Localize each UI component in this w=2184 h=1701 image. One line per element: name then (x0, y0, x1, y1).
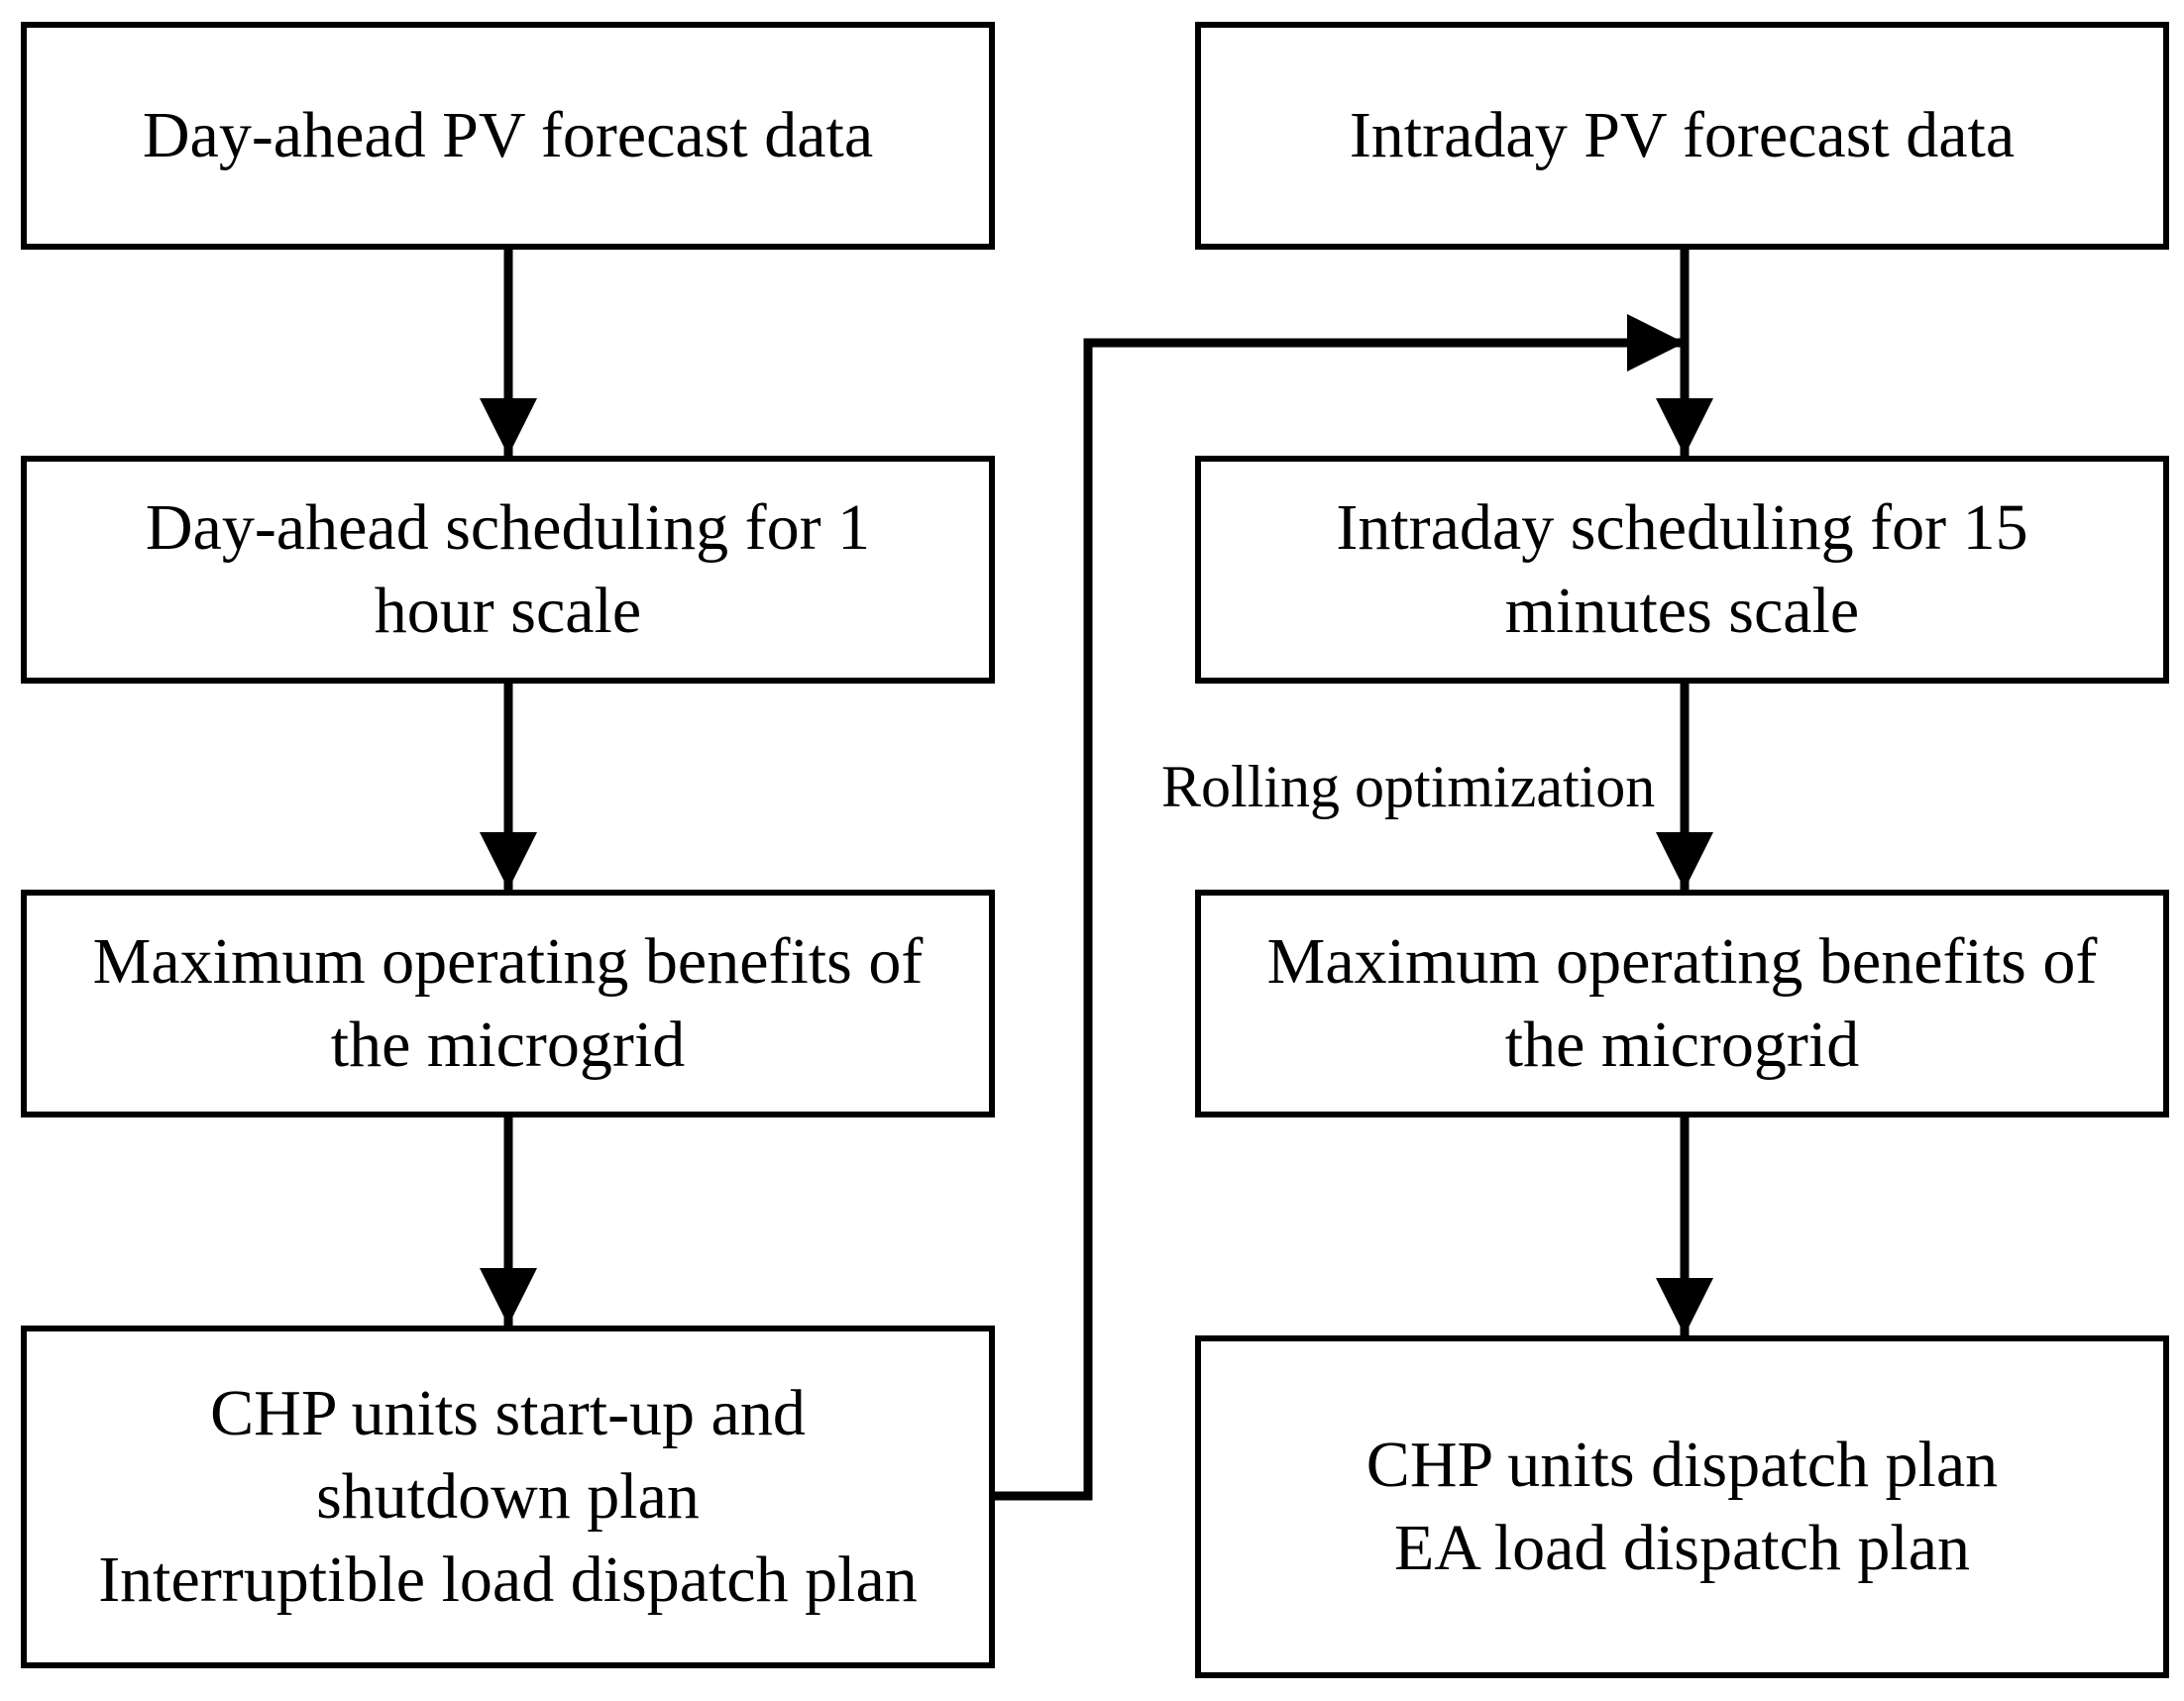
arrow-left-plan-to-intraday (989, 314, 1685, 1501)
day-ahead-plan-box: CHP units start-up and shutdown plan Int… (21, 1326, 995, 1668)
intraday-scheduling-line-1: Intraday scheduling for 15 (1336, 491, 2028, 564)
day-ahead-pv-forecast-label: Day-ahead PV forecast data (142, 99, 874, 171)
intraday-pv-forecast-box: Intraday PV forecast data (1195, 22, 2169, 250)
intraday-pv-forecast-label: Intraday PV forecast data (1349, 99, 2016, 171)
intraday-benefits-line-2: the microgrid (1504, 1009, 1860, 1081)
intraday-plan-line-1: CHP units dispatch plan (1365, 1429, 1999, 1501)
day-ahead-pv-forecast-box: Day-ahead PV forecast data (21, 22, 995, 250)
day-ahead-plan-line-2: shutdown plan (316, 1460, 700, 1533)
intraday-plan-box: CHP units dispatch plan EA load dispatch… (1195, 1335, 2169, 1678)
intraday-scheduling-box: Intraday scheduling for 15 minutes scale (1195, 456, 2169, 684)
day-ahead-plan-line-3: Interruptible load dispatch plan (98, 1543, 918, 1616)
rolling-optimization-label: Rolling optimization (1161, 754, 1656, 819)
intraday-plan-line-2: EA load dispatch plan (1393, 1512, 1971, 1584)
day-ahead-plan-line-1: CHP units start-up and (210, 1377, 806, 1449)
day-ahead-scheduling-box: Day-ahead scheduling for 1 hour scale (21, 456, 995, 684)
day-ahead-benefits-line-2: the microgrid (330, 1009, 686, 1081)
day-ahead-benefits-line-1: Maximum operating benefits of (92, 925, 924, 998)
intraday-benefits-box: Maximum operating benefits of the microg… (1195, 890, 2169, 1117)
day-ahead-benefits-box: Maximum operating benefits of the microg… (21, 890, 995, 1117)
intraday-benefits-line-1: Maximum operating benefits of (1266, 925, 2098, 998)
day-ahead-scheduling-line-2: hour scale (374, 575, 642, 647)
intraday-scheduling-line-2: minutes scale (1504, 575, 1860, 647)
day-ahead-scheduling-line-1: Day-ahead scheduling for 1 (145, 491, 871, 564)
